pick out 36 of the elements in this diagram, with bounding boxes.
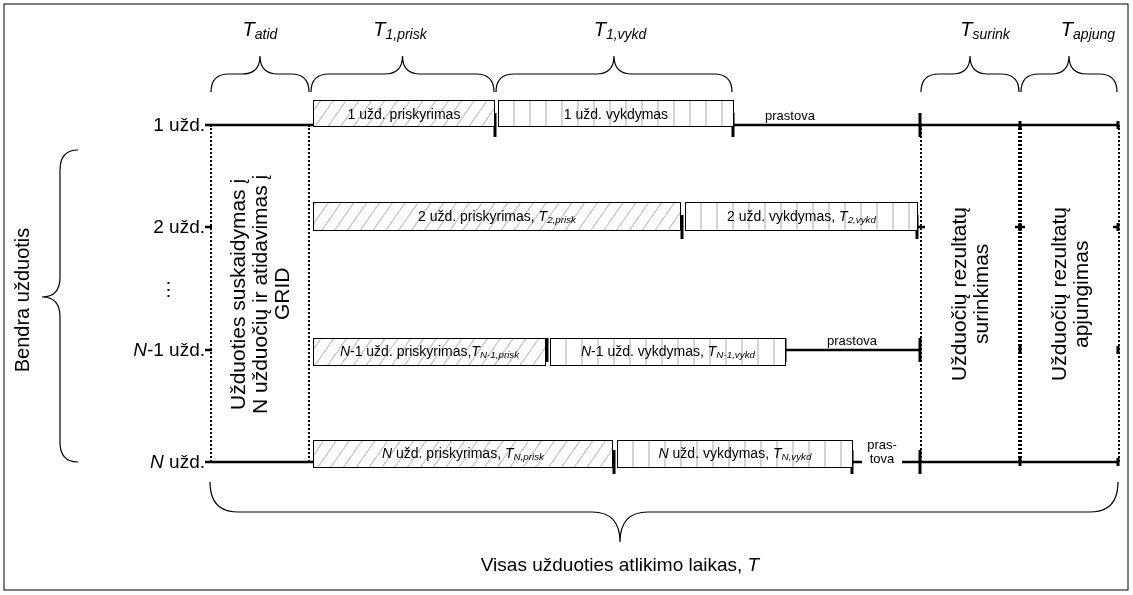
phase-label: Užduočių rezultatų apjungimas	[1047, 205, 1093, 383]
bar-label: N-1 užd. vykdymas, T$_{N-1,vykd}$	[580, 343, 755, 361]
axis-title: Bendra užduotis	[11, 227, 33, 373]
caption: Visas užduoties atlikimo laikas, T	[480, 554, 760, 576]
bar-label: 2 užd. vykdymas, T$_{2,vykd}$	[727, 207, 876, 226]
row-label: 2 užd.	[153, 216, 205, 238]
bar-label: N užd. vykdymas, T$_{N,vykd}$	[658, 445, 812, 463]
time-symbol: T$_{1,vykd}$	[593, 17, 647, 43]
time-symbol: T$_{atid}$	[242, 17, 278, 43]
bar-label: 2 užd. priskyrimas, T$_{2,prisk}$	[418, 207, 576, 226]
execution-bar	[617, 440, 853, 468]
assignment-bar	[313, 338, 546, 366]
assignment-bar	[313, 440, 613, 468]
time-symbol: T$_{1,prisk}$	[373, 17, 427, 43]
idle-label: prastova	[765, 108, 815, 124]
phase-column	[1020, 125, 1120, 462]
time-symbol: T$_{apjung}$	[1060, 17, 1116, 43]
bar-label: N-1 užd. priskyrimas,T$_{N-1,prisk}$	[339, 343, 520, 361]
bar-label: 1 užd. priskyrimas	[347, 105, 461, 122]
phase-column	[210, 125, 310, 462]
execution-bar	[685, 202, 918, 231]
row-label: ⋮	[158, 279, 178, 301]
idle-label: prastova	[827, 333, 877, 349]
row-label: N užd.	[150, 451, 205, 473]
row-label: N-1 užd.	[133, 339, 205, 361]
phase-label: Užduoties suskaidymas į N užduočių ir atidavimas į GRID	[226, 172, 294, 416]
assignment-bar	[313, 100, 495, 127]
bar-label: 1 užd. vykdymas	[563, 105, 669, 122]
assignment-bar	[313, 202, 681, 231]
phase-column	[920, 125, 1020, 462]
bar-label: N užd. priskyrimas, T$_{N,prisk}$	[382, 445, 544, 463]
row-label: 1 užd.	[153, 114, 205, 136]
phase-label: Užduočių rezultatų surinkimas	[947, 205, 993, 383]
execution-bar	[498, 100, 734, 127]
execution-bar	[550, 338, 786, 366]
time-symbol: T$_{surink}$	[960, 17, 1010, 43]
